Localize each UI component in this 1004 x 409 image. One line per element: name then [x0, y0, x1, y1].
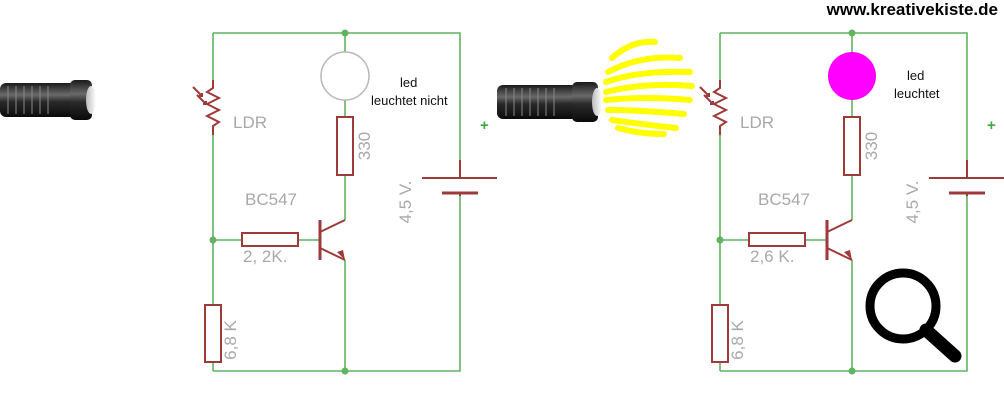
- resistor-330-label: 330: [862, 132, 881, 160]
- led-text-1: led: [400, 75, 417, 90]
- battery-plus: +: [987, 117, 996, 134]
- bottom-resistor-label: 6,8 K: [221, 319, 240, 359]
- flashlight-icon: [0, 80, 96, 120]
- flashlight-icon: [497, 82, 602, 122]
- watermark: www.kreativekiste.de: [826, 0, 998, 19]
- ldr-label: LDR: [740, 113, 774, 132]
- battery-label: 4,5 V.: [903, 181, 922, 224]
- led-on: [828, 52, 876, 100]
- transistor-label: BC547: [245, 190, 297, 209]
- led-text-2: leuchtet nicht: [371, 93, 448, 108]
- led-text-1: led: [907, 68, 924, 83]
- base-resistor-label: 2,6 K.: [750, 247, 794, 266]
- ldr-label: LDR: [233, 113, 267, 132]
- led-text-2: leuchtet: [894, 86, 940, 101]
- left-circuit: LDR 330 BC547 2, 2K. 6,8 K 4,5 V. + led …: [191, 28, 499, 376]
- light-rays-icon: [603, 38, 695, 137]
- resistor-330-label: 330: [355, 132, 374, 160]
- led-off: [320, 51, 370, 101]
- battery-plus: +: [480, 117, 489, 134]
- bottom-resistor-label: 6,8 K: [728, 319, 747, 359]
- magnifier-icon[interactable]: [865, 268, 962, 363]
- right-circuit: LDR 330 BC547 2,6 K. 6,8 K 4,5 V. + led …: [698, 28, 1004, 376]
- battery-label: 4,5 V.: [396, 181, 415, 224]
- transistor-label: BC547: [758, 190, 810, 209]
- base-resistor-label: 2, 2K.: [243, 247, 287, 266]
